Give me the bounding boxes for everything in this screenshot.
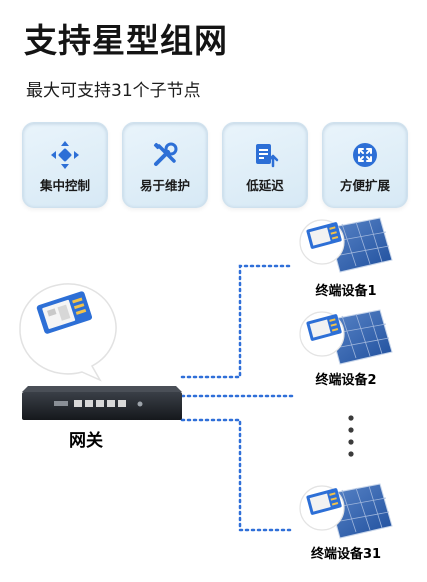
expand-icon <box>353 143 377 167</box>
feature-label: 集中控制 <box>39 178 90 193</box>
page-subtitle: 最大可支持31个子节点 <box>26 81 201 101</box>
page-title: 支持星型组网 <box>24 21 228 60</box>
feature-label: 低延迟 <box>246 178 284 193</box>
feature-label: 方便扩展 <box>339 178 390 193</box>
feature-card-central-control: 集中控制 <box>22 122 108 208</box>
feature-card-low-latency: 低延迟 <box>222 122 308 208</box>
feature-card-maintenance: 易于维护 <box>122 122 208 208</box>
feature-cards: 集中控制 易于维护 低延迟 方便扩展 <box>22 122 408 208</box>
link-line-31 <box>180 418 294 532</box>
central-control-icon <box>51 141 79 169</box>
terminal-label-2: 终端设备2 <box>315 372 376 388</box>
feature-card-expansion: 方便扩展 <box>322 122 408 208</box>
star-network-diagram: 网关 终端设备1 终端设备2 <box>19 217 393 562</box>
document-upload-icon <box>256 144 279 168</box>
gateway-device <box>22 386 182 420</box>
terminal-label-1: 终端设备1 <box>315 283 376 299</box>
link-line-1 <box>180 264 294 379</box>
more-terminals-ellipsis <box>348 415 354 457</box>
gateway-module-bubble <box>19 283 117 382</box>
module-icon <box>36 291 93 334</box>
terminal-device-1 <box>299 217 393 273</box>
gateway-label: 网关 <box>69 430 103 451</box>
terminal-device-31 <box>299 483 393 539</box>
terminal-device-2 <box>299 309 393 365</box>
feature-label: 易于维护 <box>139 178 190 193</box>
terminal-label-31: 终端设备31 <box>311 546 381 562</box>
tools-icon <box>153 142 178 166</box>
network-links <box>180 264 294 532</box>
